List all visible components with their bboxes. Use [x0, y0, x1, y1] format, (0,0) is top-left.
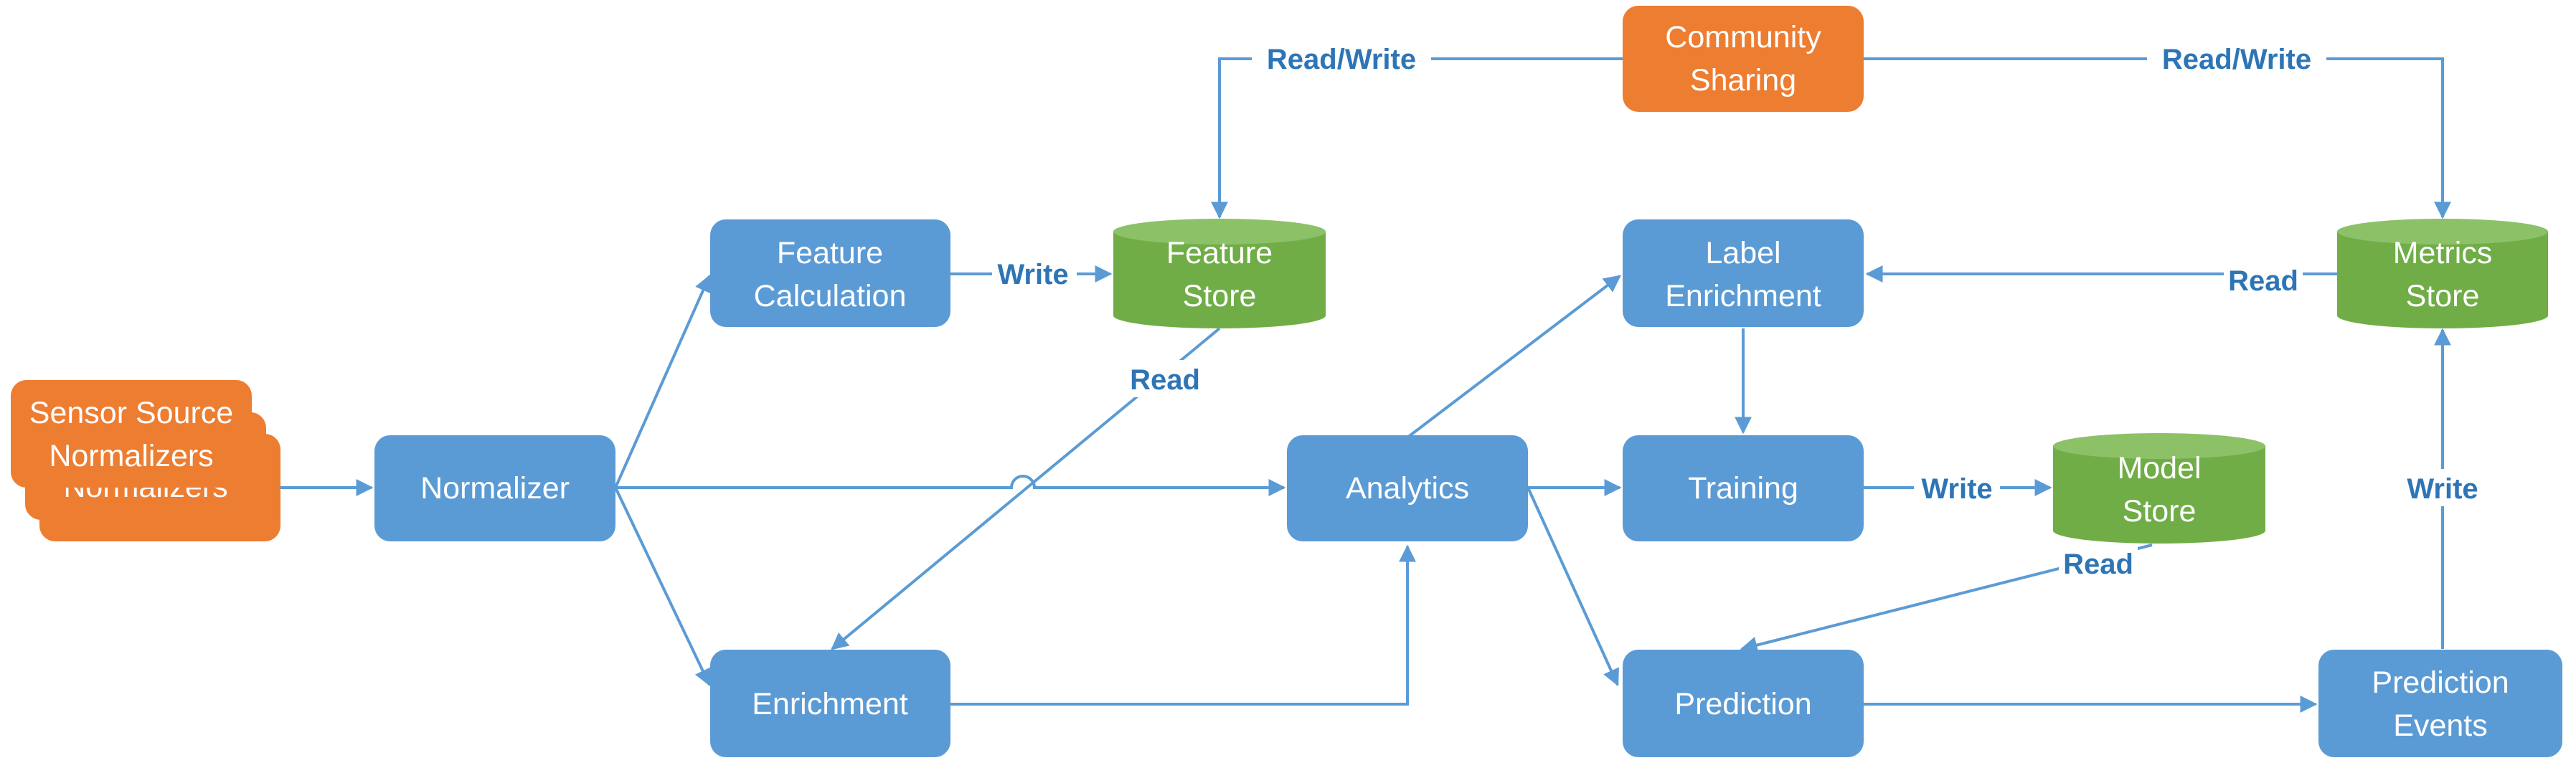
node-metrics-store-line2: Store — [2406, 279, 2480, 313]
node-model-store-line2: Store — [2123, 494, 2197, 528]
node-enrichment-text: Enrichment — [752, 687, 908, 721]
node-feature-store-line1: Feature — [1166, 236, 1273, 270]
edge-normalizer-to-feature-calculation — [614, 274, 712, 488]
node-feature-calculation-line1: Feature — [777, 236, 883, 270]
node-analytics-text: Analytics — [1346, 471, 1469, 506]
edge-normalizer-to-enrichment — [614, 487, 711, 687]
node-feature-calculation[interactable]: Feature Calculation — [710, 219, 950, 327]
edge-labels: Write Read Read/Write Read/Write Read Wr… — [992, 40, 2487, 581]
node-community-sharing-line1: Community — [1665, 20, 1821, 54]
node-analytics[interactable]: Analytics — [1287, 435, 1528, 541]
edge-label-feature-write: Write — [997, 259, 1068, 290]
edge-analytics-to-label-enrichment — [1406, 275, 1621, 439]
node-label-enrichment-line1: Label — [1705, 236, 1780, 270]
node-sensor-source-line1: Sensor Source — [29, 396, 233, 430]
node-training-text: Training — [1688, 471, 1798, 506]
node-label-enrichment[interactable]: Label Enrichment — [1623, 219, 1864, 327]
edge-community-to-metrics-store — [1864, 57, 2451, 219]
edge-label-community-metrics: Read/Write — [2162, 44, 2311, 75]
edge-label-feature-read: Read — [1130, 364, 1200, 396]
node-metrics-store[interactable]: Metrics Store — [2337, 219, 2548, 328]
node-feature-calculation-line2: Calculation — [754, 279, 907, 313]
edge-label-model-write: Write — [1921, 473, 1992, 505]
edge-enrichment-to-analytics — [950, 544, 1416, 706]
node-prediction-events-line1: Prediction — [2372, 665, 2509, 700]
node-feature-store-line2: Store — [1183, 279, 1257, 313]
node-prediction-text: Prediction — [1674, 687, 1811, 721]
node-prediction[interactable]: Prediction — [1623, 650, 1864, 757]
node-prediction-events-line2: Events — [2393, 708, 2487, 743]
edge-label-metrics-read: Read — [2228, 265, 2298, 297]
node-model-store-line1: Model — [2117, 451, 2201, 485]
node-community-sharing[interactable]: Community Sharing — [1623, 6, 1864, 112]
node-enrichment[interactable]: Enrichment — [710, 650, 950, 757]
node-normalizer-text: Normalizer — [420, 471, 570, 506]
edge-normalizer-to-analytics — [615, 475, 1286, 496]
node-model-store[interactable]: Model Store — [2053, 433, 2265, 544]
edge-community-to-feature-store — [1211, 57, 1623, 219]
edges — [280, 57, 2451, 713]
edge-label-model-read: Read — [2063, 549, 2133, 580]
nodes: Normalizers Normalizers Sensor Source No… — [11, 6, 2562, 757]
edge-label-community-feature: Read/Write — [1267, 44, 1416, 75]
node-sensor-source-line2: Normalizers — [49, 439, 213, 473]
node-training[interactable]: Training — [1623, 435, 1864, 541]
node-community-sharing-line2: Sharing — [1690, 63, 1796, 98]
node-metrics-store-line1: Metrics — [2393, 236, 2493, 270]
node-prediction-events[interactable]: Prediction Events — [2318, 650, 2562, 757]
node-normalizer[interactable]: Normalizer — [374, 435, 615, 541]
node-sensor-source-normalizers[interactable]: Sensor Source Normalizers — [11, 380, 252, 488]
node-label-enrichment-line2: Enrichment — [1665, 279, 1821, 313]
edge-label-metrics-write: Write — [2407, 473, 2478, 505]
node-feature-store[interactable]: Feature Store — [1113, 219, 1326, 328]
edge-analytics-to-prediction — [1527, 487, 1619, 687]
